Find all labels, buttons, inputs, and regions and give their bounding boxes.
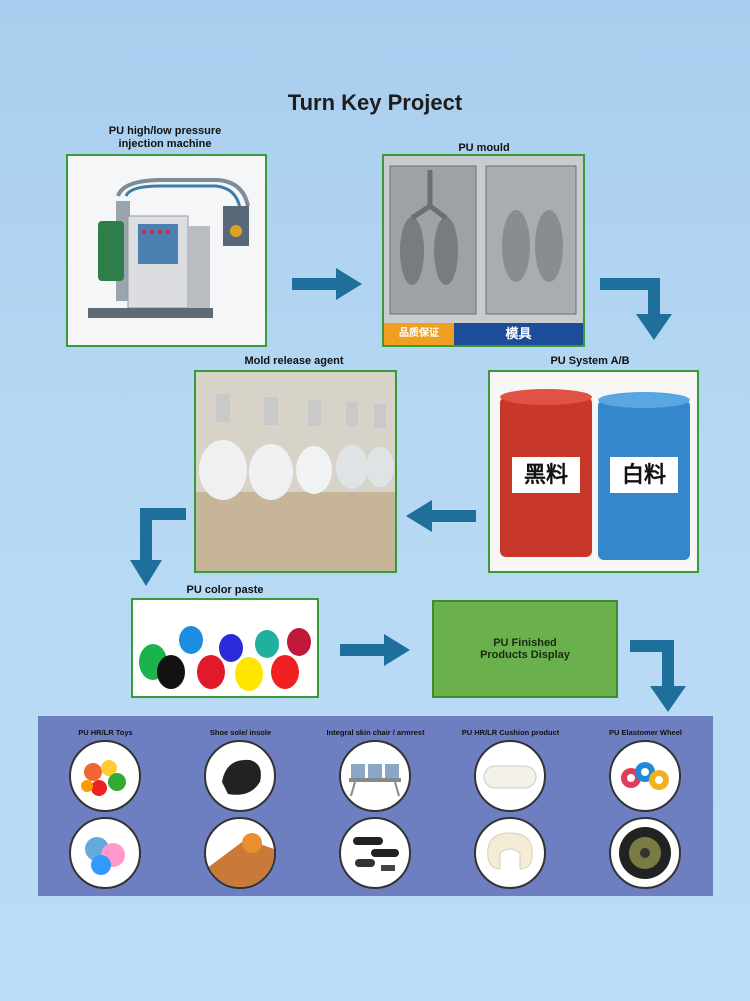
toys-image: [69, 740, 141, 812]
product-label: Integral skin chair / armrest: [326, 728, 425, 737]
finished-products-box: PU Finished Products Display: [432, 600, 618, 698]
product-label: Shoe sole/ insole: [209, 728, 272, 737]
mould-banner: 品质保证 模具: [384, 323, 583, 345]
release-caption: Mold release agent: [244, 355, 344, 367]
toys-image-2: [69, 817, 141, 889]
armrest-image: [339, 817, 411, 889]
system-image: 黑料 白料: [488, 370, 699, 573]
paste-caption: PU color paste: [186, 584, 264, 596]
arrow-turn-down-icon: [130, 508, 186, 586]
product-column-toys: PU HR/LR Toys: [38, 716, 173, 896]
paste-image: [131, 598, 319, 698]
arrow-right-icon: [292, 268, 362, 300]
finished-line-2: Products Display: [480, 649, 570, 661]
shoe-sole-image: [204, 740, 276, 812]
mould-banner-right: 模具: [454, 323, 583, 345]
cushion-image: [474, 740, 546, 812]
release-image: [194, 370, 397, 573]
products-panel: PU HR/LR Toys Shoe sole/ insole Integral…: [38, 716, 713, 896]
finished-line-1: PU Finished: [493, 637, 557, 649]
wheel-image: [609, 817, 681, 889]
elastomer-wheel-image: [609, 740, 681, 812]
arrow-right-icon: [340, 634, 410, 666]
product-column-wheel: PU Elastomer Wheel: [578, 716, 713, 896]
insole-image: [204, 817, 276, 889]
mould-caption: PU mould: [458, 142, 510, 154]
product-label: PU HR/LR Toys: [78, 728, 133, 737]
page-title: Turn Key Project: [287, 90, 463, 115]
product-column-chair: Integral skin chair / armrest: [308, 716, 443, 896]
machine-image: [66, 154, 267, 347]
product-column-cushion: PU HR/LR Cushion product: [443, 716, 578, 896]
chair-image: [339, 740, 411, 812]
product-column-shoe: Shoe sole/ insole: [173, 716, 308, 896]
arrow-left-icon: [406, 500, 476, 532]
product-label: PU HR/LR Cushion product: [461, 728, 560, 737]
system-caption: PU System A/B: [550, 355, 630, 367]
mould-image: 品质保证 模具: [382, 154, 585, 347]
arrow-turn-down-icon: [600, 278, 672, 340]
mould-banner-left: 品质保证: [384, 323, 454, 345]
neck-pillow-image: [474, 817, 546, 889]
barrel-label-white: 白料: [621, 462, 666, 487]
machine-caption: PU high/low pressure injection machine: [108, 125, 222, 150]
product-label: PU Elastomer Wheel: [609, 728, 682, 737]
barrel-label-black: 黑料: [523, 462, 568, 487]
arrow-turn-down-icon: [630, 640, 686, 712]
